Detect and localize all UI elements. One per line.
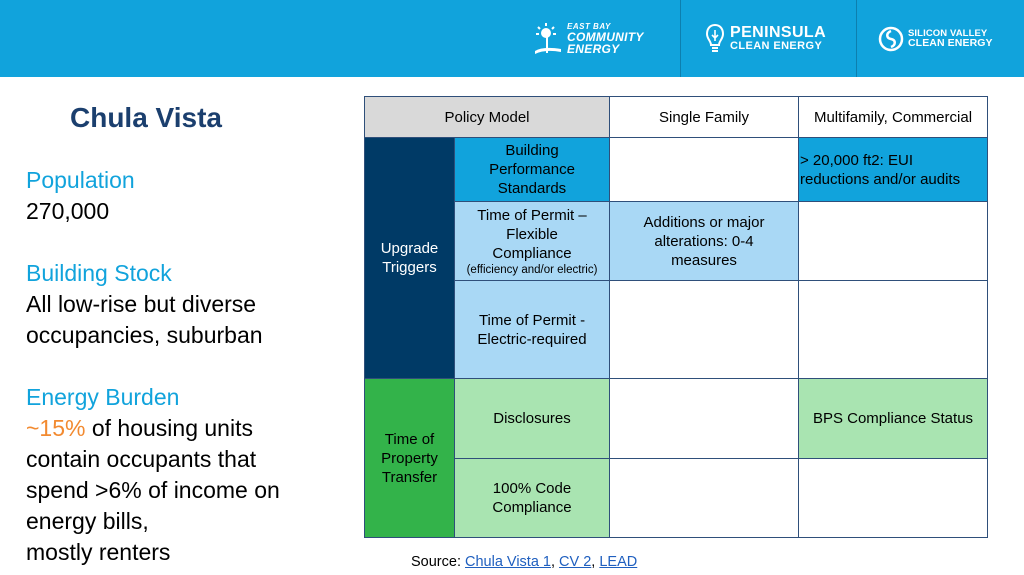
page-title: Chula Vista xyxy=(70,102,222,133)
row-top-flexible-line2: Flexible xyxy=(506,225,558,243)
row-top-flexible-multifamily xyxy=(799,202,987,281)
row-top-flexible-line1: Time of Permit – xyxy=(477,206,587,224)
row-top-flexible-label: Time of Permit – Flexible Compliance (ef… xyxy=(455,202,610,281)
group-topt-line2: Property xyxy=(381,449,438,467)
source-separator: , xyxy=(591,554,600,570)
logo-peninsula-clean-energy[interactable]: PENINSULA CLEAN ENERGY xyxy=(706,0,826,77)
svce-line1: SILICON VALLEY xyxy=(908,27,988,39)
header-policy-model: Policy Model xyxy=(365,97,610,138)
source-separator: , xyxy=(550,554,560,570)
pce-bulb-icon xyxy=(706,23,724,52)
source-label: Source: xyxy=(411,554,465,570)
svce-swirl-icon xyxy=(878,26,904,51)
row-top-flexible-sf-line2: alterations: 0-4 xyxy=(654,232,754,250)
group-topt-line1: Time of xyxy=(384,430,435,448)
population-heading: Population xyxy=(26,167,135,193)
header-divider xyxy=(680,0,681,77)
row-code-compliance-single-family xyxy=(610,459,799,537)
energy-burden-line4: energy bills, xyxy=(26,508,149,534)
row-disclosures-multifamily-text: BPS Compliance Status xyxy=(812,410,974,427)
building-stock-line1: All low-rise but diverse xyxy=(26,291,257,317)
row-top-flexible-sf-line1: Additions or major xyxy=(643,213,765,231)
logo-silicon-valley-clean-energy[interactable]: SILICON VALLEY CLEAN ENERGY xyxy=(878,0,993,77)
energy-burden-accent: ~15% xyxy=(26,415,86,441)
city-facts: Population 270,000 Building Stock All lo… xyxy=(26,165,356,568)
row-code-compliance-line2: Compliance xyxy=(492,499,572,516)
row-bps-line3: Standards xyxy=(497,180,567,197)
row-disclosures-multifamily: BPS Compliance Status xyxy=(799,379,987,459)
energy-burden-line5: mostly renters xyxy=(26,539,171,565)
row-bps-line2: Performance xyxy=(489,161,575,178)
svce-line2: CLEAN ENERGY xyxy=(908,37,993,49)
building-stock-line2: occupancies, suburban xyxy=(26,322,263,348)
source-link-lead[interactable]: LEAD xyxy=(599,554,638,570)
row-top-electric-line1: Time of Permit - xyxy=(478,311,586,329)
header-divider xyxy=(856,0,857,77)
row-bps-multifamily: > 20,000 ft2: EUI reductions and/or audi… xyxy=(799,138,987,202)
source-link-cv-2[interactable]: CV 2 xyxy=(559,554,592,570)
header-multifamily: Multifamily, Commercial xyxy=(799,97,987,138)
row-top-flexible-single-family: Additions or major alterations: 0-4 meas… xyxy=(610,202,799,281)
logo-east-bay-community-energy[interactable]: EAST BAY COMMUNITY ENERGY xyxy=(533,0,644,77)
row-top-flexible-line3: Compliance xyxy=(492,244,572,262)
group-time-of-property-transfer: Time of Property Transfer xyxy=(365,379,455,537)
row-top-electric-multifamily xyxy=(799,281,987,379)
row-bps-multifamily-line1: > 20,000 ft2: EUI xyxy=(800,151,913,169)
policy-table: Policy Model Single Family Multifamily, … xyxy=(364,96,988,538)
row-bps-label: Building Performance Standards xyxy=(455,138,610,202)
building-stock-heading: Building Stock xyxy=(26,260,172,286)
row-top-electric-line2: Electric-required xyxy=(477,330,587,348)
ebce-wind-sun-icon xyxy=(535,22,561,54)
row-code-compliance-label: 100% Code Compliance xyxy=(455,459,610,537)
group-topt-line3: Transfer xyxy=(381,468,438,486)
energy-burden-line3: spend >6% of income on xyxy=(26,477,280,503)
header-single-family: Single Family xyxy=(610,97,799,138)
header-multifamily-label: Multifamily, Commercial xyxy=(813,108,973,126)
ebce-line1: EAST BAY xyxy=(567,21,611,31)
source-line: Source: Chula Vista 1, CV 2, LEAD xyxy=(411,554,637,570)
ebce-line2: COMMUNITY xyxy=(567,29,644,44)
group-upgrade-triggers-line1: Upgrade xyxy=(380,240,439,257)
ebce-line3: ENERGY xyxy=(567,41,620,56)
pce-line1: PENINSULA xyxy=(730,24,827,41)
energy-burden-heading: Energy Burden xyxy=(26,384,180,410)
row-disclosures-label: Disclosures xyxy=(455,379,610,459)
group-upgrade-triggers-line2: Triggers xyxy=(382,259,437,276)
population-value: 270,000 xyxy=(26,198,110,224)
row-top-flexible-sf-line3: measures xyxy=(671,251,737,269)
pce-line2: CLEAN ENERGY xyxy=(730,40,823,52)
header-policy-model-label: Policy Model xyxy=(444,108,530,126)
row-disclosures-single-family xyxy=(610,379,799,459)
row-bps-multifamily-line2: reductions and/or audits xyxy=(800,170,961,188)
row-code-compliance-line1: 100% Code xyxy=(492,480,572,497)
header-band: EAST BAY COMMUNITY ENERGY PENINSULA CLEA… xyxy=(0,0,1024,77)
group-upgrade-triggers: Upgrade Triggers xyxy=(365,138,455,379)
row-top-electric-label: Time of Permit - Electric-required xyxy=(455,281,610,379)
row-bps-single-family xyxy=(610,138,799,202)
row-code-compliance-multifamily xyxy=(799,459,987,537)
row-disclosures-text: Disclosures xyxy=(493,410,571,427)
source-link-chula-vista-1[interactable]: Chula Vista 1 xyxy=(465,554,551,570)
energy-burden-line2: contain occupants that xyxy=(26,446,257,472)
energy-burden-line1: ~15% of housing units xyxy=(26,413,356,444)
row-top-electric-single-family xyxy=(610,281,799,379)
header-single-family-label: Single Family xyxy=(658,108,750,126)
row-bps-line1: Building xyxy=(505,142,559,159)
row-top-flexible-note: (efficiency and/or electric) xyxy=(466,263,598,276)
energy-burden-line1-rest: of housing units xyxy=(85,415,253,441)
